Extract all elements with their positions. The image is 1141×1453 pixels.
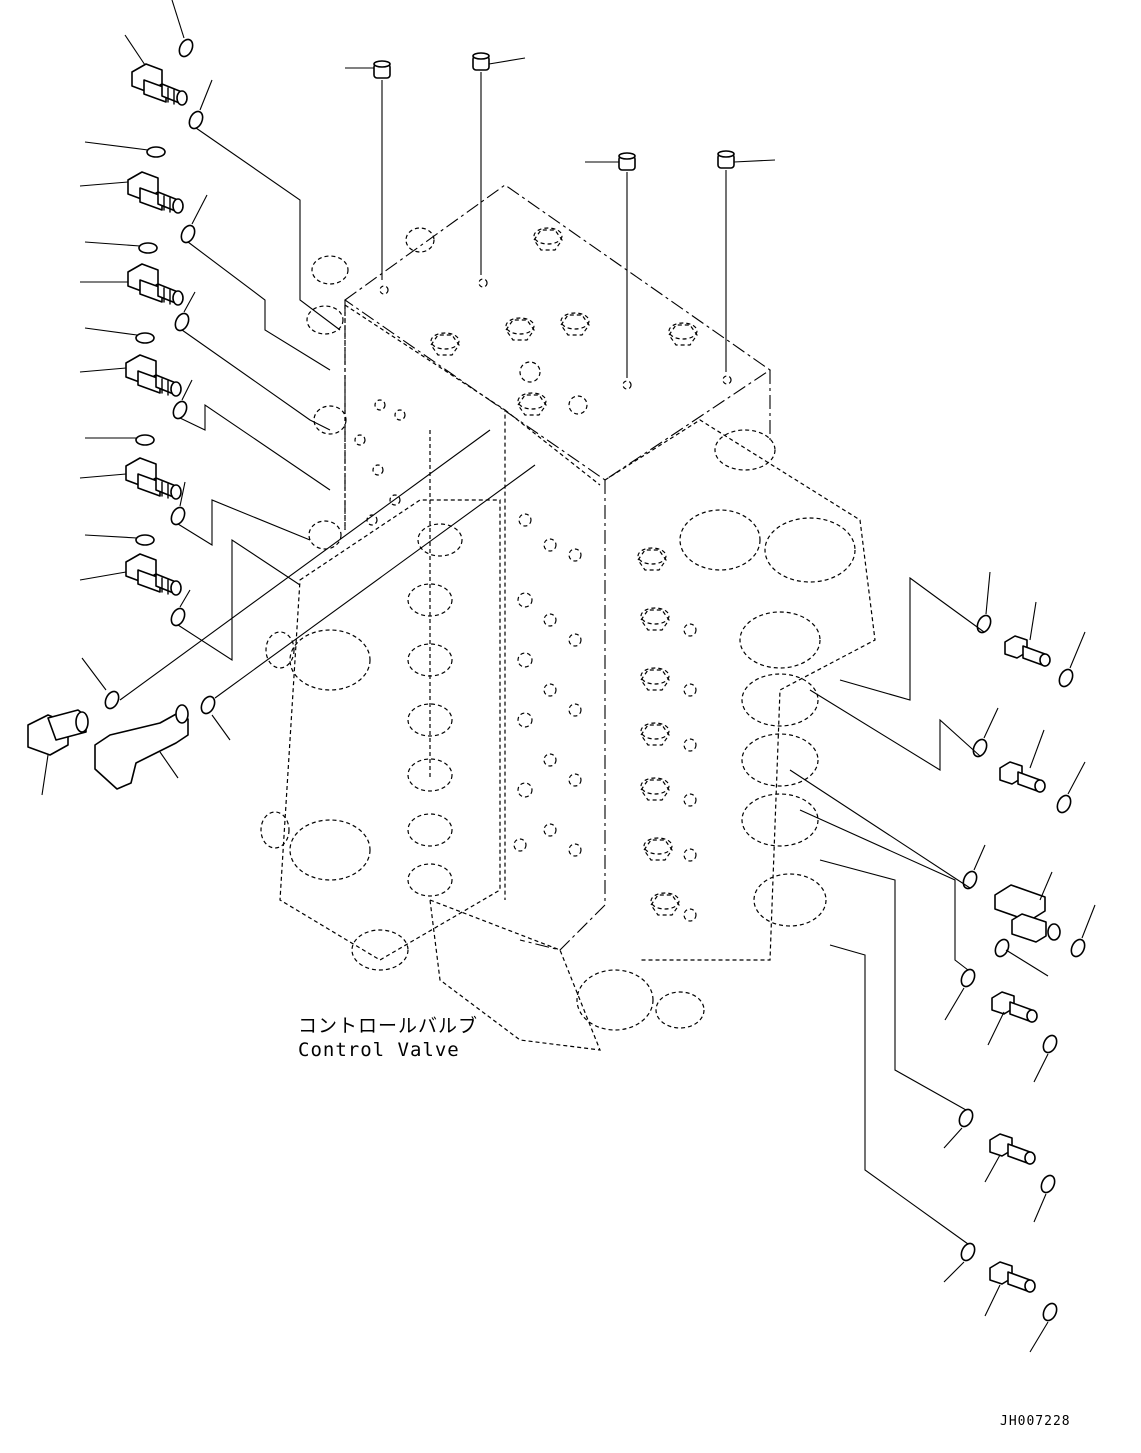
top-plug-callouts (345, 52, 776, 378)
drawing-code: JH007228 (1000, 1414, 1071, 1429)
left-side-spools (260, 227, 501, 961)
left-fittings (27, 0, 536, 796)
label-japanese: コントロールバルブ (298, 1014, 478, 1037)
control-valve-body (260, 184, 876, 1051)
right-fittings (789, 571, 1096, 1353)
tee-fitting (994, 871, 1061, 943)
lower-left-elbow (27, 709, 89, 796)
right-side-spools (604, 419, 876, 961)
bottom-housing (351, 899, 705, 1051)
lower-left-pipe (94, 704, 189, 790)
label-english: Control Valve (298, 1039, 460, 1061)
top-face-plugs (379, 227, 732, 416)
diagram-labels: コントロールバルブ Control Valve JH007228 (298, 1014, 1071, 1429)
